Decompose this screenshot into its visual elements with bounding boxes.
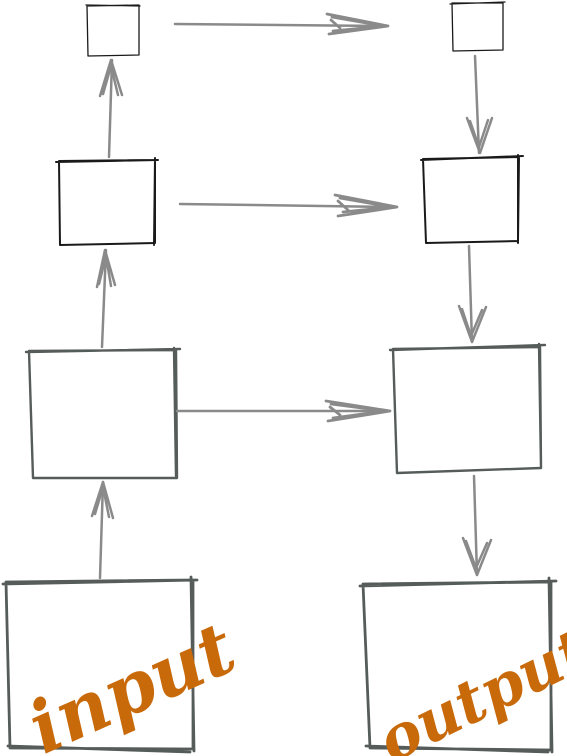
down-arrow-3-to-2 xyxy=(457,244,488,344)
up-arrow-input-to-2 xyxy=(90,480,115,580)
skip-arrow-level-4 xyxy=(173,12,390,36)
decoder-arrows xyxy=(457,54,494,577)
decoder-box-output xyxy=(358,576,558,754)
skip-arrow-level-2 xyxy=(175,399,392,423)
encoder-box-level-2 xyxy=(24,346,182,480)
up-arrow-2-to-3 xyxy=(95,248,117,349)
down-arrow-4-to-3 xyxy=(465,54,494,155)
input-label: input xyxy=(16,605,248,756)
down-arrow-2-to-output xyxy=(461,474,493,577)
output-label: output xyxy=(368,615,567,756)
encoder-box-level-3 xyxy=(55,157,159,246)
encoder-column xyxy=(1,4,199,754)
encoder-box-input xyxy=(1,575,199,754)
encoder-arrows xyxy=(90,58,124,580)
decoder-box-level-3 xyxy=(420,154,524,244)
decoder-box-level-4 xyxy=(449,1,506,52)
skip-arrow-level-3 xyxy=(178,193,399,218)
skip-connections xyxy=(173,12,399,423)
decoder-column xyxy=(358,1,558,754)
encoder-box-level-4 xyxy=(85,4,141,57)
up-arrow-3-to-4 xyxy=(98,58,124,159)
decoder-box-level-2 xyxy=(388,342,547,475)
